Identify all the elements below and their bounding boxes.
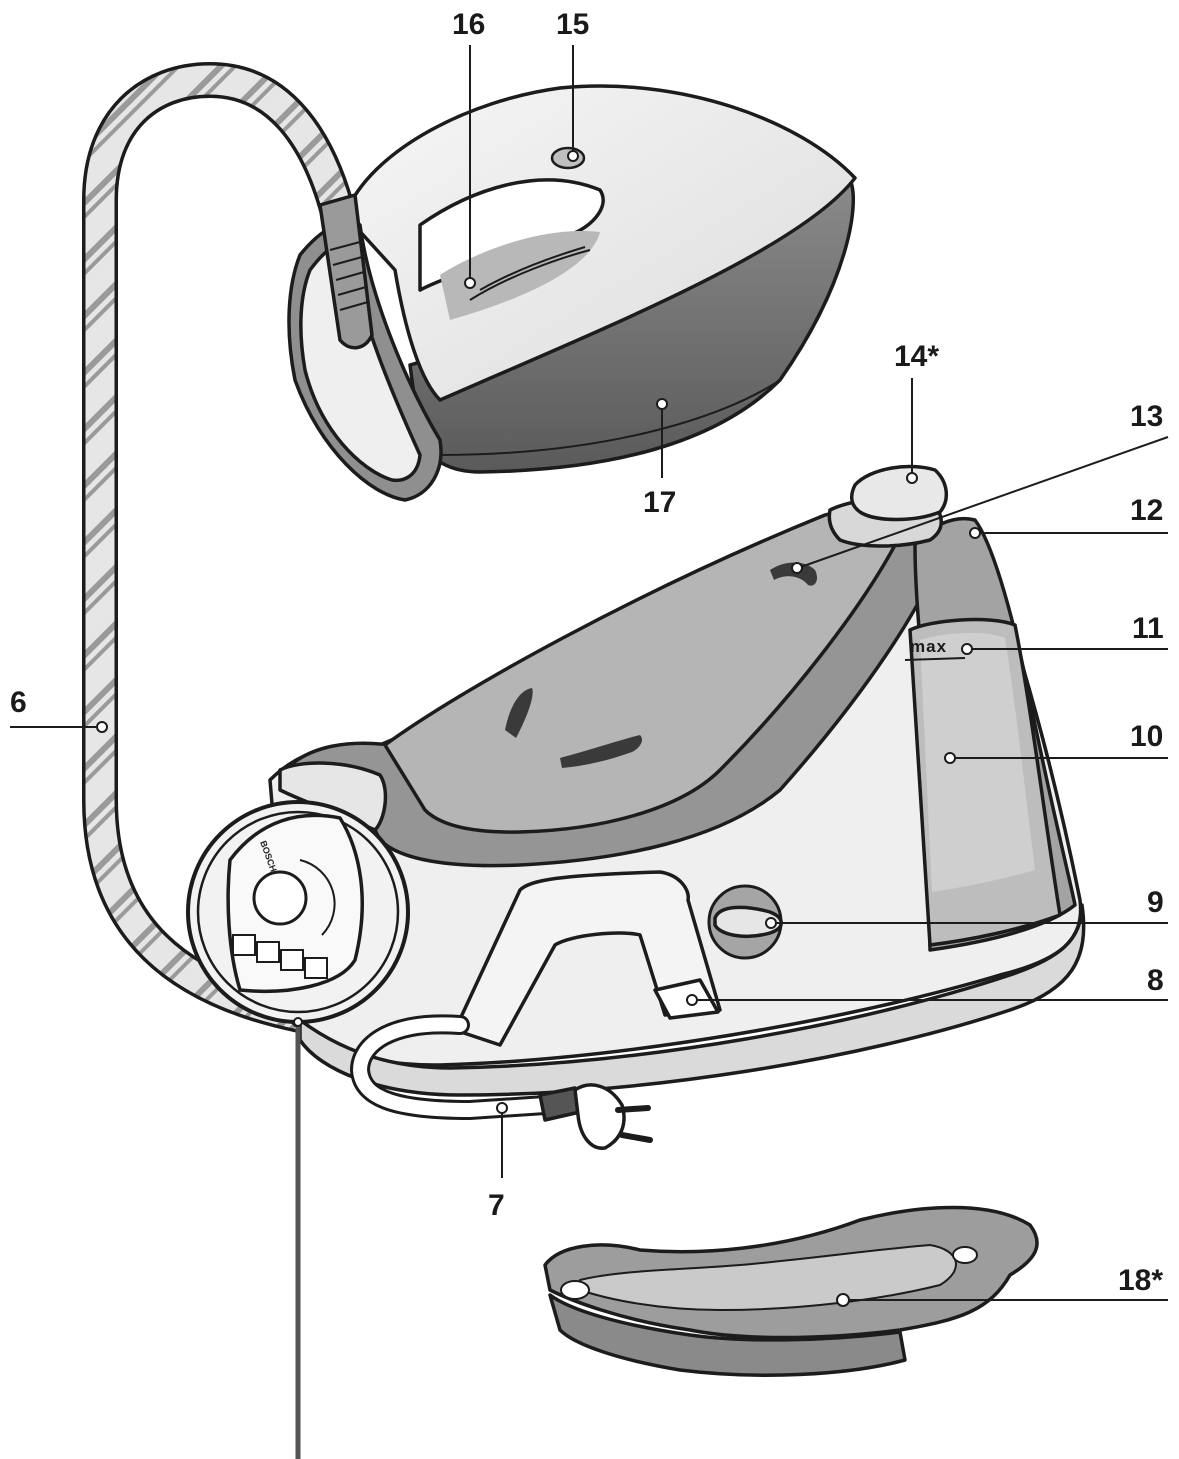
max-marking: max <box>910 637 947 656</box>
steam-hose <box>82 61 358 1033</box>
callout-labels: 6 7 8 9 10 11 12 13 14* 15 16 17 18* <box>10 8 1164 1297</box>
callout-14: 14* <box>894 340 939 373</box>
power-cord <box>349 1014 653 1150</box>
steam-generator-base: max BOSCH <box>186 464 1086 1097</box>
callout-8: 8 <box>1147 964 1164 997</box>
callout-15: 15 <box>556 8 589 41</box>
water-tray <box>543 1205 1039 1377</box>
callout-10: 10 <box>1130 720 1163 753</box>
callout-13: 13 <box>1130 400 1163 433</box>
leader-lines <box>10 45 1169 1459</box>
callout-17: 17 <box>643 486 676 519</box>
callout-7: 7 <box>488 1189 505 1222</box>
callout-18: 18* <box>1118 1264 1163 1297</box>
callout-6: 6 <box>10 686 27 719</box>
callout-9: 9 <box>1147 886 1164 919</box>
mains-plug <box>538 1083 653 1150</box>
steam-iron <box>287 84 857 502</box>
callout-16: 16 <box>452 8 485 41</box>
callout-12: 12 <box>1130 494 1163 527</box>
callout-11: 11 <box>1132 612 1164 645</box>
